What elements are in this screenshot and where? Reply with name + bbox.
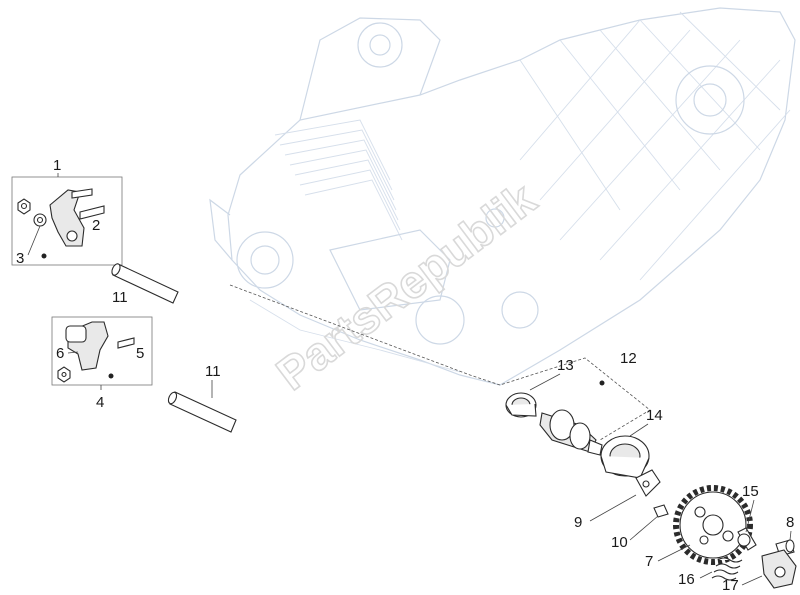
fan-cover-lattice-ghost [519, 11, 791, 281]
callout-17: 17 [722, 577, 739, 594]
sprocket-group: 9 10 7 15 16 [574, 469, 797, 594]
rocker-arm-group-lower: 5 6 4 [51, 316, 153, 411]
decompressor-weight-part [761, 549, 797, 589]
callout-11-upper: 11 [112, 289, 128, 306]
rocker-arm-group-upper: 1 2 3 [11, 157, 123, 267]
cam-sprocket-part [673, 485, 753, 565]
spring-part [711, 557, 743, 581]
camshaft-part [539, 409, 603, 456]
bearing-large-part [600, 435, 650, 479]
callout-5: 5 [136, 345, 144, 362]
group-frame-upper [11, 176, 123, 266]
bearing-part [505, 392, 537, 418]
camshaft-group: 12 13 14 [229, 284, 663, 479]
callout-12: 12 [620, 350, 637, 367]
rocker-shaft-pin-upper: 11 [111, 263, 179, 306]
callout-10: 10 [611, 534, 628, 551]
callout-13: 13 [557, 357, 574, 374]
callout-3: 3 [16, 250, 24, 267]
decompressor-pin-part [737, 527, 757, 551]
group-frame-lower [51, 316, 153, 386]
callout-14: 14 [646, 407, 663, 424]
callout-11-lower: 11 [205, 363, 221, 380]
callout-2: 2 [92, 217, 100, 234]
watermark-text: PartsRepublik [267, 172, 546, 400]
callout-1: 1 [53, 157, 61, 174]
cylinder-fins-ghost [274, 119, 403, 241]
callout-6: 6 [56, 345, 64, 362]
callout-9: 9 [574, 514, 582, 531]
engine-casing-ghost [209, 7, 796, 386]
callout-16: 16 [678, 571, 695, 588]
callout-15: 15 [742, 483, 759, 500]
screw-part [653, 504, 669, 518]
callout-7: 7 [645, 553, 653, 570]
callout-8: 8 [786, 514, 794, 531]
rocker-shaft-pin-lower: 11 [167, 363, 237, 433]
callout-4: 4 [96, 394, 104, 411]
